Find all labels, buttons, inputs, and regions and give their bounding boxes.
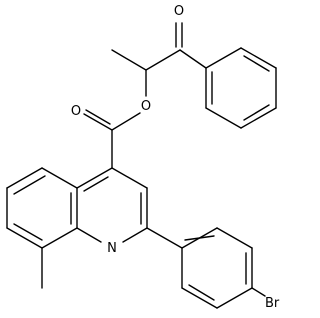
bond bbox=[243, 55, 270, 72]
bond bbox=[184, 235, 215, 241]
bond bbox=[85, 109, 111, 125]
bond bbox=[111, 49, 147, 71]
bond bbox=[240, 107, 277, 129]
bond bbox=[13, 175, 46, 195]
atom-label-oxygen-ketone: O bbox=[174, 4, 184, 19]
bond bbox=[243, 104, 270, 121]
bond bbox=[146, 227, 183, 249]
atom-label-bromine: Br bbox=[265, 296, 280, 311]
bond bbox=[205, 107, 242, 129]
bond bbox=[179, 49, 207, 69]
bonds bbox=[6, 22, 277, 309]
bond bbox=[122, 227, 148, 243]
atom-label-oxygen-ester: O bbox=[141, 99, 151, 114]
bond bbox=[216, 227, 253, 249]
bond bbox=[83, 113, 113, 131]
atom-label-nitrogen: N bbox=[107, 241, 117, 256]
bond bbox=[188, 284, 215, 301]
bond bbox=[6, 167, 43, 189]
bond bbox=[251, 287, 266, 297]
bond bbox=[83, 176, 109, 192]
bond bbox=[6, 227, 43, 249]
bond bbox=[41, 227, 78, 249]
atom-label-oxygen-carbonyl: O bbox=[71, 104, 81, 119]
atom-labels: O O O N Br bbox=[71, 4, 280, 311]
bond bbox=[13, 223, 43, 241]
bond bbox=[216, 287, 253, 309]
chemical-structure-diagram: O O O N Br bbox=[6, 4, 280, 311]
bond bbox=[181, 287, 218, 309]
bond bbox=[205, 47, 242, 69]
bond bbox=[111, 112, 141, 131]
bond bbox=[240, 47, 277, 69]
bond bbox=[76, 227, 102, 243]
bond bbox=[145, 49, 181, 71]
bond bbox=[111, 167, 148, 189]
bond bbox=[76, 167, 113, 189]
bond bbox=[41, 167, 78, 189]
